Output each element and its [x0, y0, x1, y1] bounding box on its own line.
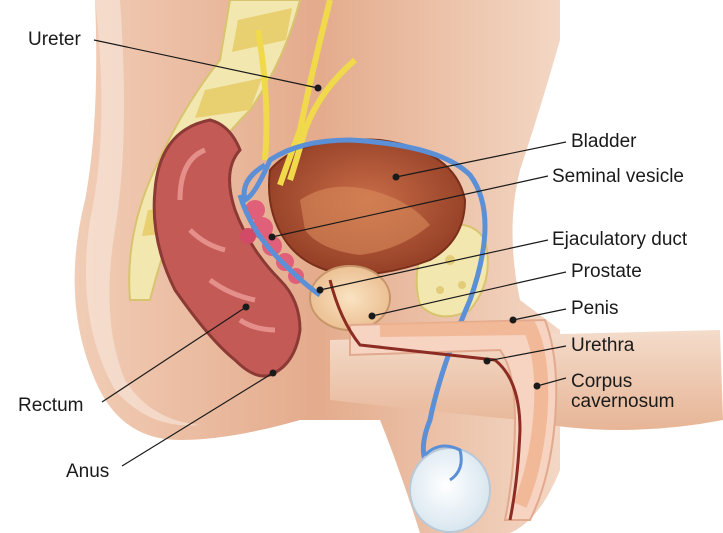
label-bladder: Bladder — [571, 131, 637, 152]
rectum — [152, 118, 302, 378]
label-penis: Penis — [571, 298, 619, 319]
leader-bladder — [395, 141, 567, 178]
label-urethra: Urethra — [571, 335, 635, 356]
leader-seminal-vesicle — [271, 175, 549, 238]
testis — [409, 444, 491, 533]
ureter — [255, 0, 357, 186]
label-seminal-vesicle: Seminal vesicle — [552, 166, 684, 187]
seminal-vesicle — [240, 200, 304, 284]
leader-ejaculatory-duct — [319, 239, 549, 291]
leader-corpus-cavernosum — [536, 377, 567, 387]
label-ejaculatory-duct: Ejaculatory duct — [552, 229, 688, 250]
label-anus: Anus — [66, 461, 110, 482]
urethra — [328, 279, 522, 521]
leader-dots — [242, 84, 541, 390]
leader-lines — [93, 39, 567, 467]
leader-ureter — [93, 39, 319, 89]
label-corpus-cavernosum: Corpus cavernosum — [571, 372, 675, 412]
label-ureter: Ureter — [28, 29, 81, 50]
leader-urethra — [486, 345, 567, 362]
vas-deferens — [237, 137, 488, 461]
label-corpus-cavernosum-line1: Corpus — [571, 371, 633, 392]
leader-prostate — [371, 271, 567, 317]
prostate — [309, 265, 391, 331]
leader-anus — [121, 372, 274, 467]
leader-rectum — [101, 306, 247, 403]
label-rectum: Rectum — [18, 395, 84, 416]
label-corpus-cavernosum-line2: cavernosum — [571, 391, 675, 412]
label-prostate: Prostate — [571, 261, 642, 282]
leader-penis — [512, 308, 567, 321]
